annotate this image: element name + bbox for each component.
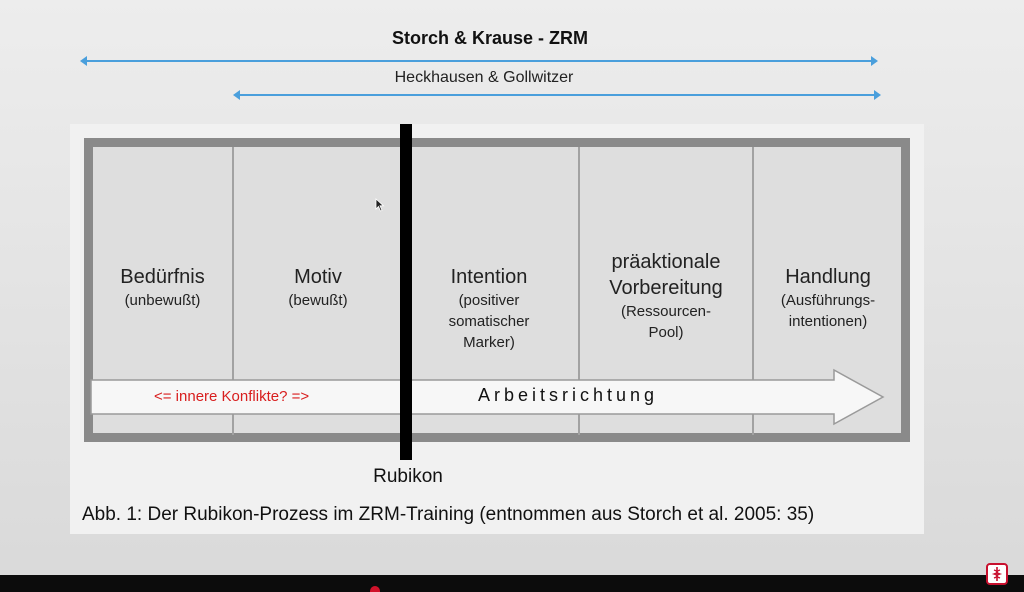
stage-divider [752, 147, 754, 435]
stage-subtitle-line: (positiver [458, 292, 520, 309]
work-direction-label: Arbeitsrichtung [478, 385, 659, 405]
stage-title: Bedürfnis [120, 266, 205, 288]
work-direction-arrow [90, 368, 885, 426]
title-zrm: Storch & Krause - ZRM [391, 28, 589, 48]
stage-praeaktionale-vorbereitung: präaktionale Vorbereitung (Ressourcen- P… [580, 249, 752, 343]
rubikon-label: Rubikon [373, 466, 443, 487]
channel-logo[interactable] [986, 563, 1008, 585]
zrm-range-arrow [80, 56, 878, 66]
figure-caption: Abb. 1: Der Rubikon-Prozess im ZRM-Train… [82, 504, 815, 525]
arrow-left-icon [80, 56, 87, 66]
mouse-cursor-icon [375, 198, 385, 212]
stage-beduerfnis: Bedürfnis (unbewußt) [93, 264, 232, 311]
stage-title: Motiv [294, 266, 342, 288]
stage-title-line: präaktionale [611, 251, 721, 273]
hg-range-arrow [233, 90, 881, 100]
stage-subtitle: (bewußt) [288, 292, 348, 309]
stage-divider [578, 147, 580, 435]
stage-title-line: Vorbereitung [609, 277, 723, 299]
stage-motiv: Motiv (bewußt) [234, 264, 402, 311]
arrow-right-icon [871, 56, 878, 66]
progress-marker[interactable] [370, 586, 380, 592]
arrow-left-icon [233, 90, 240, 100]
stage-subtitle-line: intentionen) [788, 313, 868, 330]
title-heckhausen-gollwitzer: Heckhausen & Gollwitzer [394, 69, 574, 86]
stage-subtitle: (unbewußt) [124, 292, 201, 309]
stage-title: Handlung [785, 266, 871, 288]
stage-subtitle-line: (Ressourcen- [620, 303, 712, 320]
stage-intention: Intention (positiver somatischer Marker) [412, 264, 566, 353]
rubikon-line [400, 124, 412, 460]
stage-subtitle-line: somatischer [448, 313, 530, 330]
stage-divider [232, 147, 234, 435]
arrow-right-icon [874, 90, 881, 100]
caduceus-icon [991, 567, 1003, 581]
stage-subtitle-line: (Ausführungs- [780, 292, 876, 309]
stage-subtitle-line: Pool) [648, 324, 684, 341]
stage-title: Intention [450, 266, 528, 288]
video-bottom-bar [0, 575, 1024, 592]
stage-handlung: Handlung (Ausführungs- intentionen) [754, 264, 902, 332]
inner-conflicts-label: <= innere Konflikte? => [154, 388, 310, 405]
stage-subtitle-line: Marker) [463, 334, 515, 351]
